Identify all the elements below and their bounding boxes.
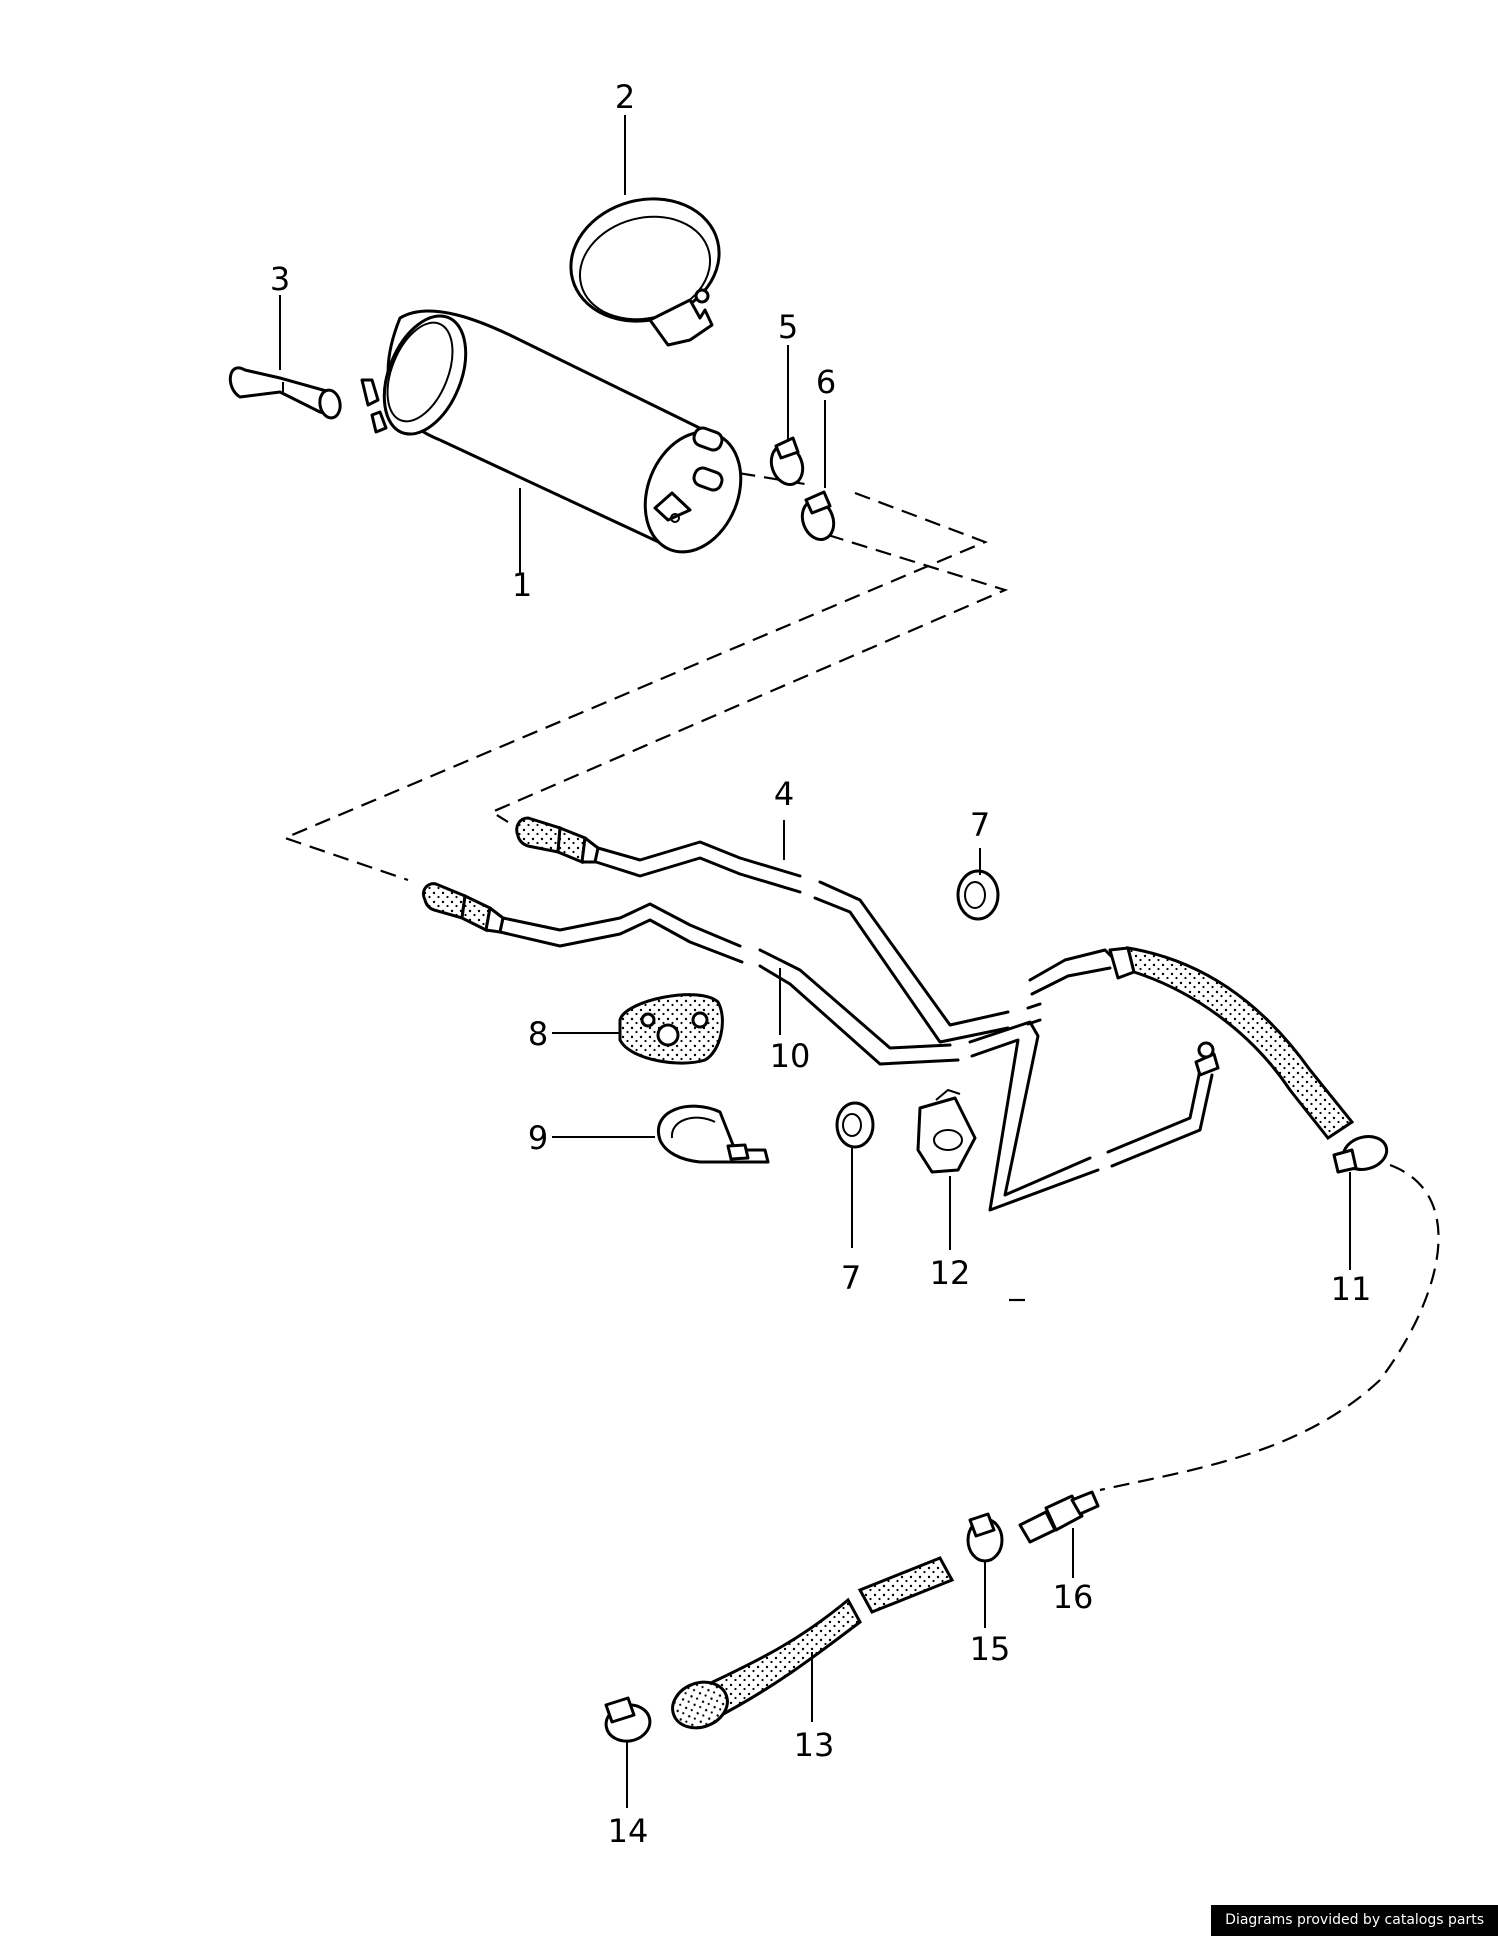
callout-13: 13 — [794, 1726, 835, 1764]
cap-plug-part — [228, 366, 342, 420]
callout-11: 11 — [1331, 1270, 1372, 1308]
callout-2: 2 — [615, 78, 635, 116]
credit-label: Diagrams provided by catalogs parts — [1211, 1905, 1498, 1936]
strap-9 — [656, 1104, 770, 1164]
filler-hose — [1028, 946, 1355, 1141]
hose-clamp-5 — [769, 436, 805, 486]
hose-clamp-15 — [966, 1512, 1004, 1563]
callout-3: 3 — [270, 260, 290, 298]
hose-clamp-11 — [1332, 1135, 1389, 1174]
band-clamp-part — [569, 197, 721, 347]
callout-numbers: 1 2 3 4 5 6 7 7 8 9 10 11 12 13 14 15 16 — [270, 78, 1372, 1850]
hose-clamp-14 — [604, 1696, 652, 1743]
rubber-mount-8 — [618, 993, 724, 1065]
callout-9: 9 — [528, 1119, 548, 1157]
callout-16: 16 — [1053, 1578, 1094, 1616]
leader-lines — [279, 115, 1351, 1808]
callout-6: 6 — [816, 363, 836, 401]
hose-connector-16 — [1018, 1490, 1100, 1544]
callout-10: 10 — [770, 1037, 811, 1075]
callout-12: 12 — [930, 1254, 971, 1292]
dashed-connection-lines — [281, 463, 1440, 1492]
hose-13 — [671, 1556, 955, 1730]
callout-7-upper: 7 — [970, 806, 990, 844]
callout-4: 4 — [774, 775, 794, 813]
callout-15: 15 — [970, 1630, 1011, 1668]
callout-1: 1 — [512, 566, 532, 604]
callout-7-lower: 7 — [841, 1259, 861, 1297]
callout-14: 14 — [608, 1812, 649, 1850]
callout-5: 5 — [778, 308, 798, 346]
vent-pipe-10 — [421, 882, 1220, 1212]
grommet-7-upper — [956, 869, 1000, 921]
callout-8: 8 — [528, 1015, 548, 1053]
hose-clamp-6 — [800, 490, 836, 541]
vent-pipe-4 — [515, 816, 1042, 1044]
grommet-7-lower — [835, 1101, 875, 1149]
charcoal-canister-part — [360, 309, 743, 554]
clip-12 — [916, 1088, 977, 1174]
